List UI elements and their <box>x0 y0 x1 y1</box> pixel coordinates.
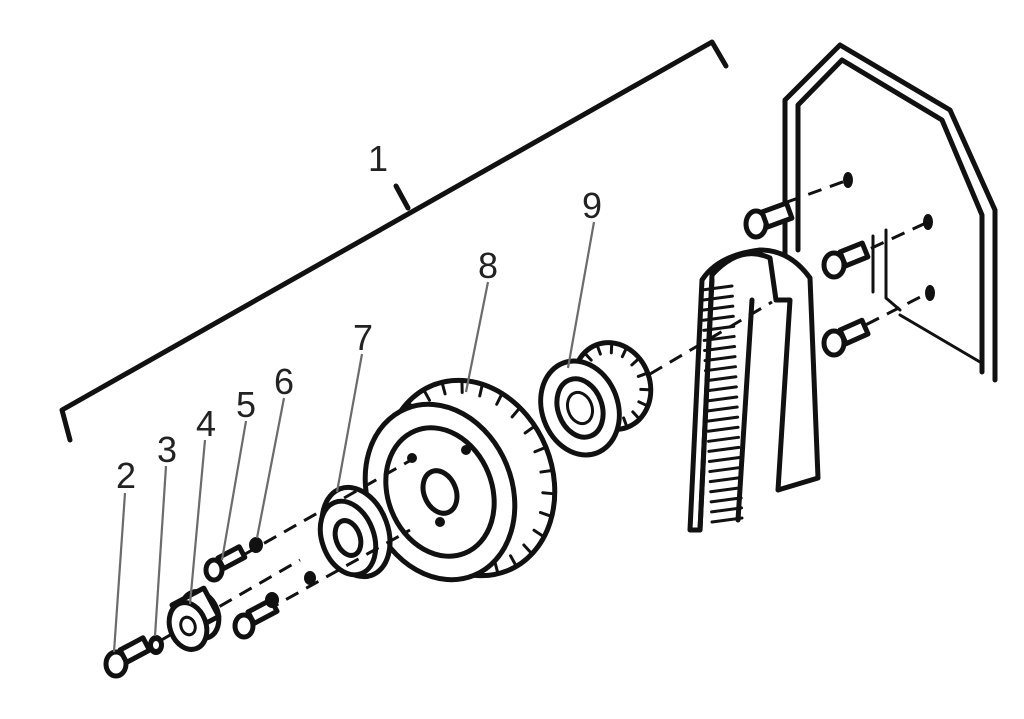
belt-tooth <box>700 284 734 292</box>
large-pulley <box>362 377 558 583</box>
mounting-plate <box>782 42 998 383</box>
gear-tooth <box>423 389 431 402</box>
gear-tooth <box>532 528 544 538</box>
belt-tooth <box>705 395 739 403</box>
small-pulley <box>538 340 654 458</box>
gear-tooth <box>538 510 552 518</box>
gear-tooth <box>637 400 648 407</box>
gear-tooth <box>522 543 533 554</box>
toothed-belt <box>687 247 821 533</box>
gear-tooth <box>495 393 503 406</box>
lower-bolt <box>232 571 316 640</box>
belt-tooth <box>704 385 738 393</box>
callout-3: 3 <box>157 429 177 470</box>
gear-tooth <box>509 554 517 567</box>
callout-6: 6 <box>274 361 294 402</box>
gear-tooth <box>533 446 546 454</box>
callout-8: 8 <box>478 245 498 286</box>
belt-tooth <box>707 445 741 453</box>
main-bolt <box>103 635 153 679</box>
belt-tooth <box>700 294 734 302</box>
gear-tooth <box>630 358 640 367</box>
gear-tooth <box>440 382 447 396</box>
gear-tooth <box>541 491 555 496</box>
belt-teeth <box>700 284 744 524</box>
belt-tooth <box>707 455 741 463</box>
belt-tooth <box>702 334 736 342</box>
plate-screw-middle <box>821 220 929 280</box>
belt-tooth <box>708 476 742 484</box>
gear-tooth <box>510 407 521 419</box>
belt-tooth <box>701 314 735 322</box>
gear-tooth <box>620 347 628 359</box>
gear-tooth <box>539 469 553 474</box>
belt-tooth <box>701 304 735 312</box>
belt-tooth <box>705 405 739 413</box>
small-washer <box>249 537 263 553</box>
plate-screw-top <box>743 178 849 240</box>
callout-2: 2 <box>116 455 136 496</box>
gear-tooth <box>478 384 484 398</box>
callout-5: 5 <box>236 384 256 425</box>
belt-tooth <box>710 516 744 524</box>
callout-1: 1 <box>368 138 388 179</box>
belt-tooth <box>709 486 743 494</box>
belt-tooth <box>703 355 737 363</box>
gear-tooth <box>631 410 640 420</box>
screw-tips <box>843 172 935 301</box>
belt-tooth <box>706 415 740 423</box>
belt-tooth <box>710 506 744 514</box>
belt-tooth <box>703 345 737 353</box>
leader-lines <box>112 221 596 653</box>
belt-tooth <box>704 375 738 383</box>
bolt-axis-upper <box>223 453 421 568</box>
belt-tooth <box>702 324 736 332</box>
gear-tooth <box>584 352 593 362</box>
belt-tooth <box>707 435 741 443</box>
gear-tooth <box>622 416 628 427</box>
belt-tooth <box>709 496 743 504</box>
callout-4: 4 <box>196 403 216 444</box>
gear-tooth <box>636 372 648 378</box>
belt-tooth <box>706 425 740 433</box>
plate-screw-lower <box>821 290 931 358</box>
belt-tooth <box>703 365 737 373</box>
small-bolt <box>203 544 248 583</box>
gear-tooth <box>523 425 535 435</box>
callout-7: 7 <box>353 317 373 358</box>
belt-tooth <box>708 466 742 474</box>
spacer-bushing <box>166 585 222 652</box>
gear-tooth <box>596 345 602 356</box>
callout-9: 9 <box>582 185 602 226</box>
assembly-bracket <box>59 39 729 443</box>
